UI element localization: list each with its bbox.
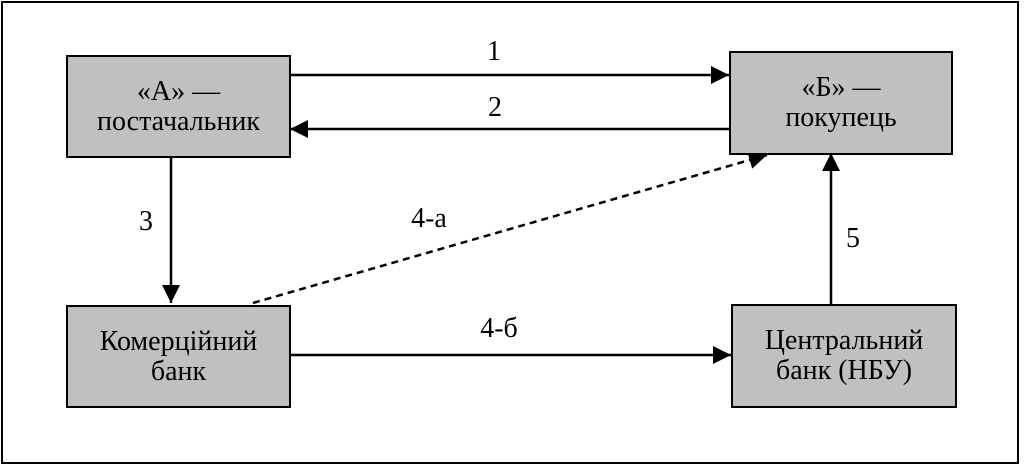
node-supplier-line1: «А» — xyxy=(136,75,221,107)
arrow-5-label: 5 xyxy=(846,223,860,254)
node-buyer: «Б» — покупець xyxy=(729,51,953,155)
arrow-4b-label: 4-б xyxy=(480,313,518,344)
node-commercial-bank-line1: Комерційний xyxy=(99,325,258,357)
arrow-4a-label: 4-а xyxy=(411,203,447,234)
node-commercial-bank-line2: банк xyxy=(150,355,207,387)
node-supplier-line2: постачальник xyxy=(96,105,261,137)
node-buyer-line2: покупець xyxy=(785,102,897,133)
node-commercial-bank: Комерційний банк xyxy=(66,305,291,408)
arrow-4a xyxy=(252,151,768,305)
node-buyer-line1: «Б» — xyxy=(801,72,881,103)
arrow-2-label: 2 xyxy=(488,92,502,123)
node-central-bank-line1: Центральний xyxy=(764,325,924,356)
node-supplier: «А» — постачальник xyxy=(66,55,291,158)
node-central-bank: Центральний банк (НБУ) xyxy=(731,304,957,408)
node-central-bank-line2: банк (НБУ) xyxy=(775,355,913,386)
arrow-3-label: 3 xyxy=(139,206,153,237)
arrow-1-label: 1 xyxy=(487,36,501,67)
